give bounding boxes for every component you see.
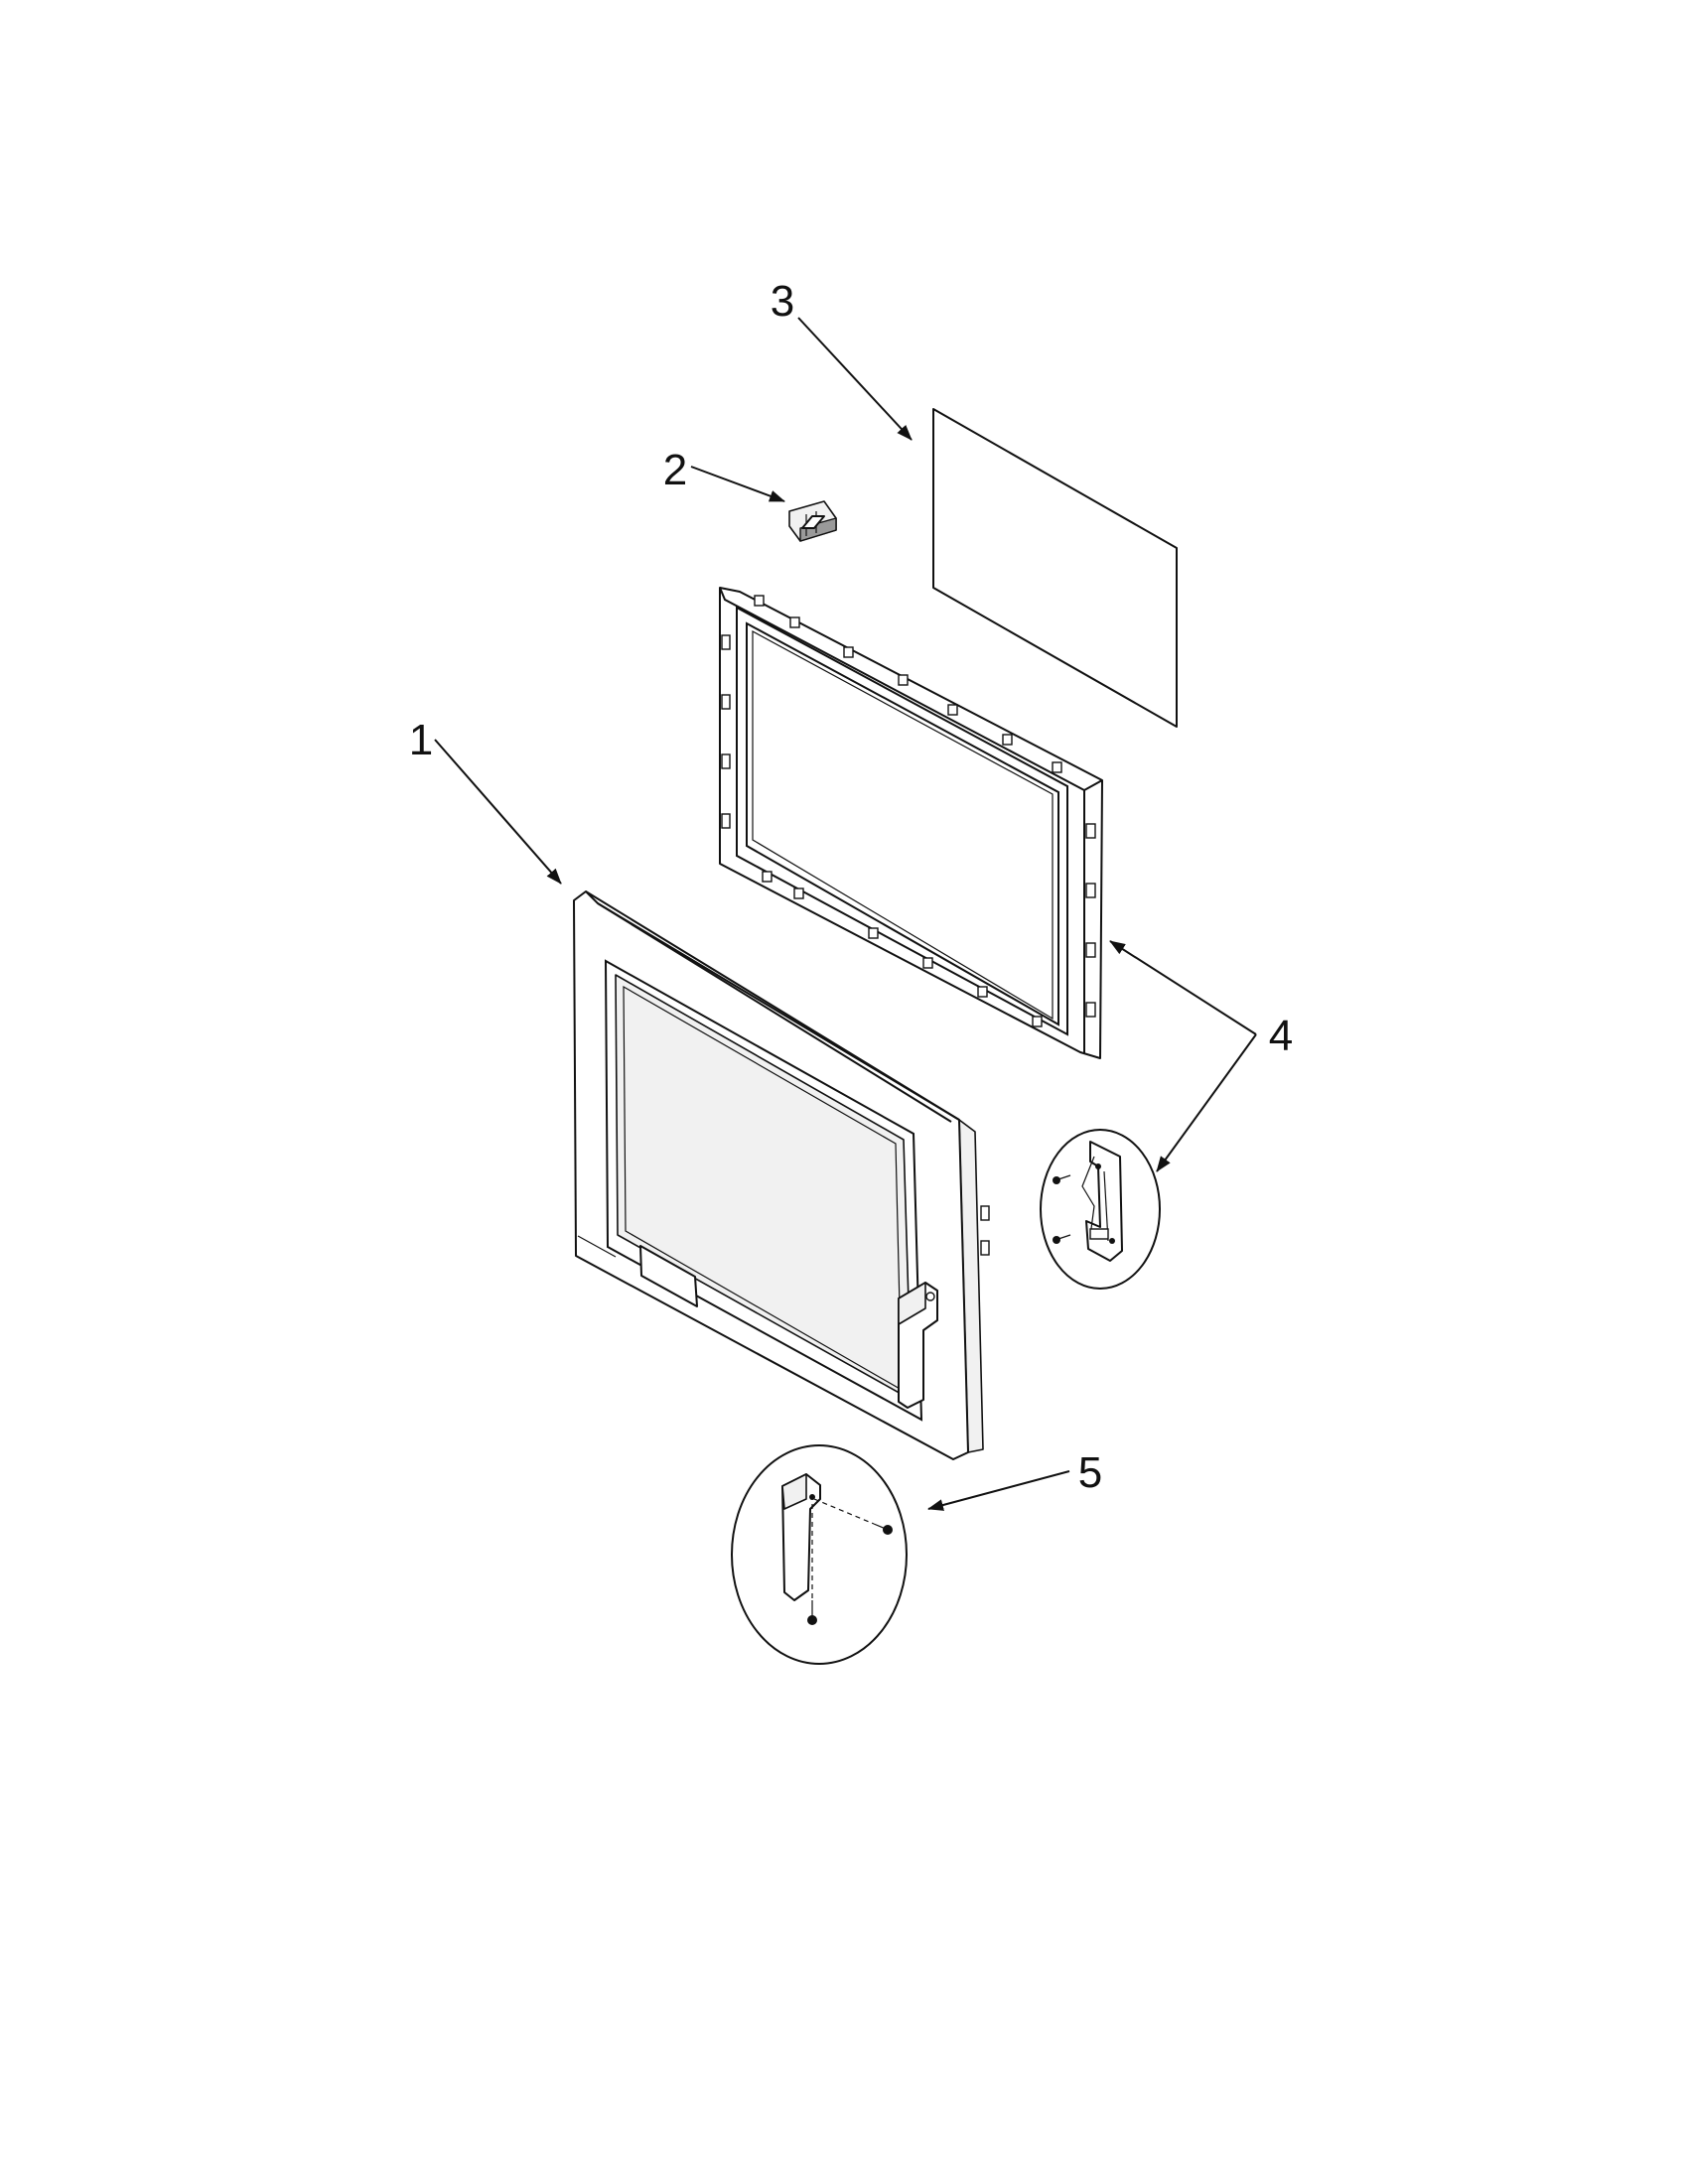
callout-5: 5: [1078, 1448, 1102, 1497]
door-frame-icon: [719, 587, 1103, 1059]
callout-4: 4: [1269, 1012, 1293, 1060]
callout-3: 3: [771, 277, 794, 326]
door-assembly-icon: [573, 890, 990, 1460]
door-frame-and-latch-icon: [1040, 1129, 1161, 1290]
handle-detail-icon: [731, 1444, 908, 1665]
callout-2: 2: [663, 446, 687, 494]
window-panel-icon: [932, 408, 1178, 728]
leader-lines: [434, 317, 1257, 1511]
callout-1: 1: [409, 716, 433, 764]
clip-icon: [788, 500, 837, 542]
